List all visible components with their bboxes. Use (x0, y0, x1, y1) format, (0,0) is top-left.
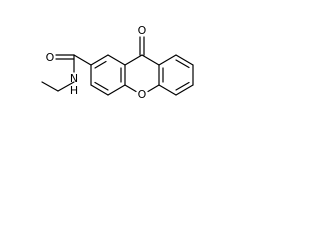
amide-oxygen-label: O (46, 51, 55, 64)
bond-l5 (90, 84, 109, 96)
bond-c1 (124, 54, 143, 66)
left-benzene-ring (90, 54, 126, 96)
ketone-oxygen-label: O (138, 24, 147, 37)
bond-l4 (107, 84, 126, 96)
bond-c2 (141, 54, 160, 66)
bond-ring-carbonyl (73, 54, 92, 66)
bond-ethyl (41, 81, 59, 92)
central-ring (124, 36, 160, 93)
bond-r3 (175, 84, 194, 96)
bond-l5-double (94, 81, 109, 91)
structure-canvas: O O O N H (0, 0, 213, 153)
bond-r3-double (175, 81, 190, 91)
bond-c4 (124, 84, 137, 93)
bond-l2 (107, 54, 126, 66)
xanthone-carboxamide-structure: O O O N H (41, 24, 194, 101)
bond-r4 (158, 84, 177, 96)
bond-c3 (147, 84, 160, 93)
amide-nitrogen-label: N (70, 72, 78, 85)
bond-r6 (158, 54, 177, 66)
bond-l1 (90, 54, 109, 66)
bond-r1-double (175, 59, 190, 69)
bond-l1-double (94, 60, 107, 69)
bond-nitrogen-ethyl (57, 81, 75, 92)
amide-hydrogen-label: H (70, 84, 78, 97)
amide-chain (41, 54, 92, 92)
bond-r1 (175, 54, 194, 66)
right-benzene-ring (158, 54, 194, 96)
ring-oxygen-label: O (138, 88, 147, 101)
